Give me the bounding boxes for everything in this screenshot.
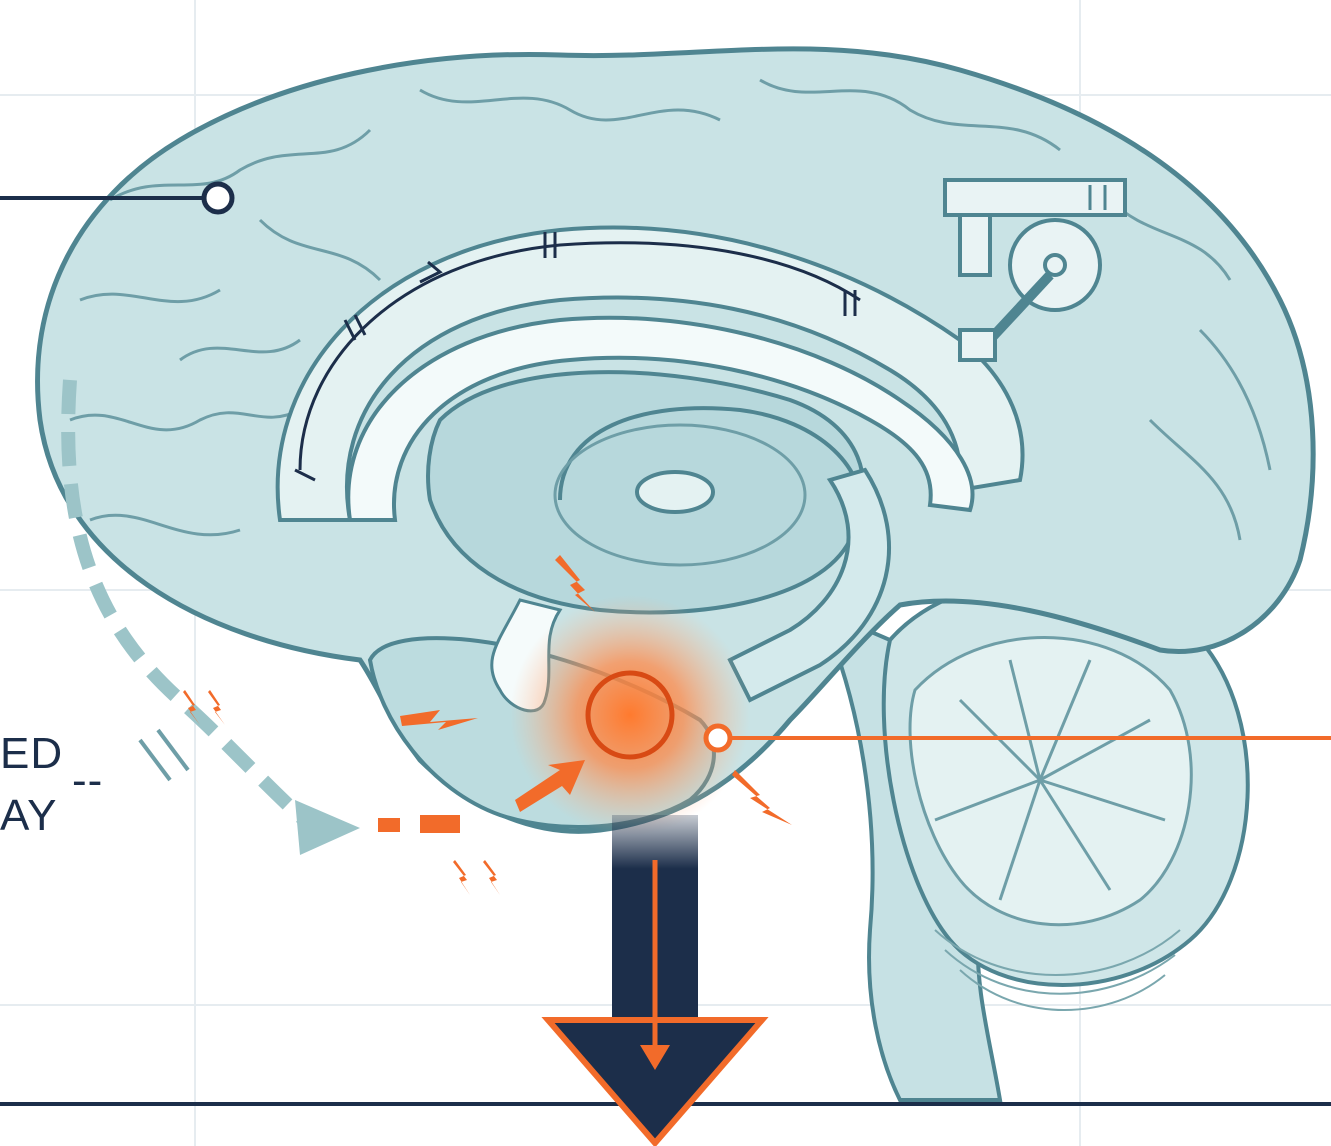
third-ventricle xyxy=(637,472,713,512)
pathway-label-dash: -- xyxy=(72,756,103,805)
activation-glow xyxy=(510,595,750,835)
pathway-label-line1: ED xyxy=(0,729,63,778)
down-arrow-icon xyxy=(548,815,762,1143)
pathway-label-line2: AY xyxy=(0,791,57,840)
